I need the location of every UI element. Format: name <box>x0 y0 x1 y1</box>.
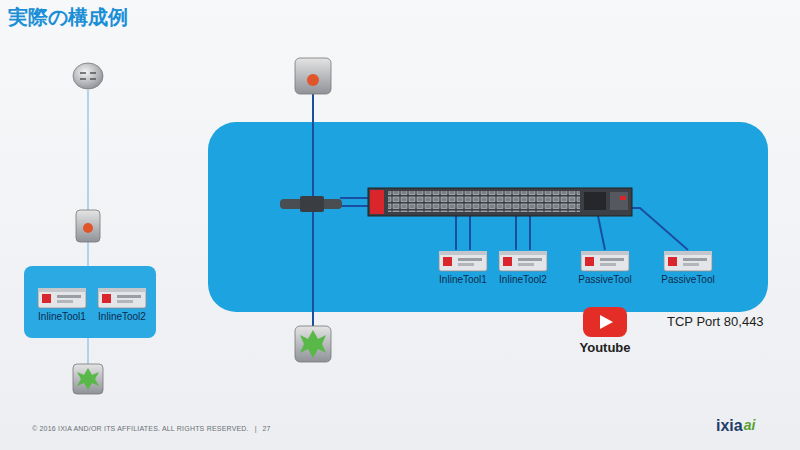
youtube-logo <box>582 306 628 338</box>
node-label: InlineTool2 <box>499 274 547 286</box>
appliance-icon <box>438 250 488 272</box>
node-label: InlineTool2 <box>98 311 146 323</box>
packet-broker <box>368 188 632 216</box>
separator: | <box>255 425 257 433</box>
port-note: TCP Port 80,443 <box>667 315 764 330</box>
network-region <box>208 122 768 312</box>
node-label: PassiveTool <box>661 274 714 286</box>
tool-node: InlineTool1 <box>35 287 89 323</box>
appliance-icon <box>37 287 87 309</box>
appliance-icon <box>97 287 147 309</box>
tool-node: InlineTool1 <box>436 250 490 286</box>
wire <box>313 94 688 326</box>
appliance-icon <box>498 250 548 272</box>
slide-title: 実際の構成例 <box>8 6 128 29</box>
copyright: © 2016 IXIA AND/OR ITS AFFILIATES. ALL R… <box>32 425 249 433</box>
tool-node: PassiveTool <box>576 250 633 286</box>
appliance-icon <box>663 250 713 272</box>
page-number: 27 <box>263 425 271 433</box>
appliance-icon <box>580 250 630 272</box>
tap-device <box>280 196 342 212</box>
logo-text: ixia <box>716 417 743 435</box>
firewall-icon <box>295 58 331 94</box>
tool-node: InlineTool2 <box>496 250 550 286</box>
core-switch-icon <box>73 364 103 394</box>
service-node: Youtube <box>577 306 632 356</box>
inline-region <box>24 266 156 338</box>
node-label: Youtube <box>579 341 630 356</box>
logo-text: ai <box>744 417 756 433</box>
node-label: PassiveTool <box>578 274 631 286</box>
node-label: InlineTool1 <box>439 274 487 286</box>
router-icon <box>73 63 103 89</box>
tool-node: PassiveTool <box>659 250 716 286</box>
node-label: InlineTool1 <box>38 311 86 323</box>
tool-node: InlineTool2 <box>95 287 149 323</box>
core-switch-icon <box>295 326 331 362</box>
firewall-icon <box>76 210 100 242</box>
